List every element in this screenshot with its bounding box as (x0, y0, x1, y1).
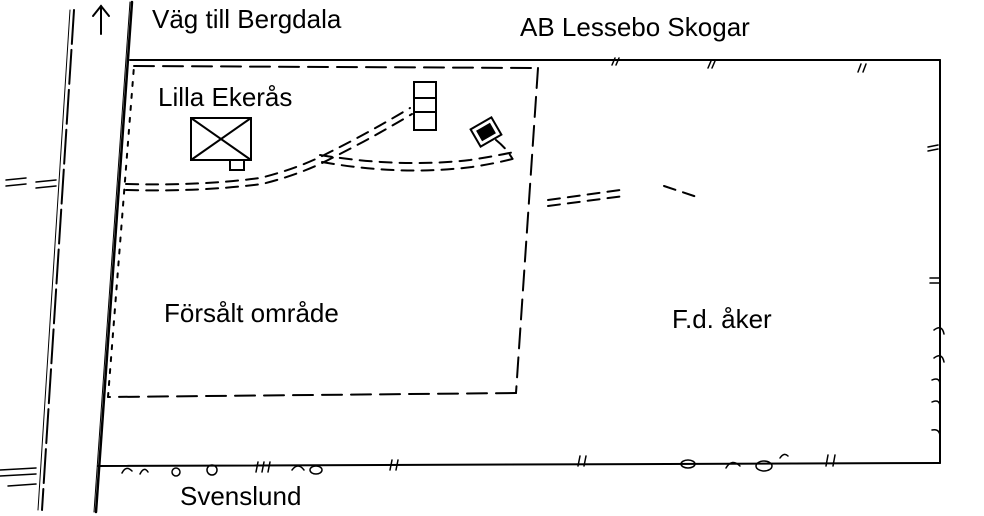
shed-icon (469, 115, 503, 149)
road (37, 0, 134, 514)
neighbor-south-label: Svenslund (180, 481, 302, 511)
house-icon (190, 117, 252, 171)
former-field-label: F.d. åker (672, 304, 772, 334)
track (125, 107, 701, 207)
sold-area-label: Försålt område (164, 298, 339, 328)
sold-area-boundary (107, 65, 539, 398)
road-label: Väg till Bergdala (152, 4, 342, 34)
arrow-up-icon (92, 4, 110, 35)
farm-name-label: Lilla Ekerås (158, 82, 293, 112)
outbuilding-icon (413, 81, 437, 131)
neighbor-north-label: AB Lessebo Skogar (520, 12, 750, 42)
property-boundary (97, 57, 945, 477)
